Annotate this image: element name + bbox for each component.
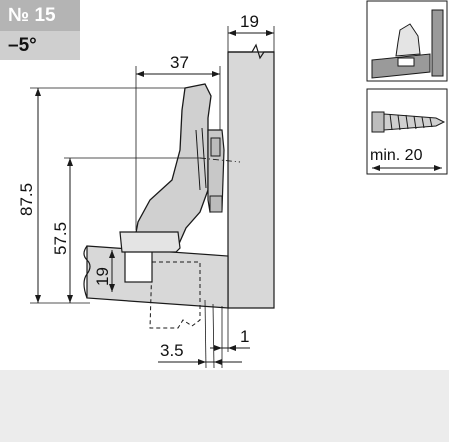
model-number-badge: № 15 <box>0 0 80 31</box>
dim-19-door-arrow-bottom <box>109 284 115 292</box>
gap-ext-2 <box>212 303 215 369</box>
dim-19-door-label: 19 <box>93 267 112 286</box>
hinge-detail-line <box>195 129 201 191</box>
dim-37-arrow-right <box>212 71 220 77</box>
angle-badge: –5° <box>0 31 80 60</box>
panel-break-mark <box>228 43 274 60</box>
screw-length-arrow-right <box>434 165 442 171</box>
dim-1-arrow-left <box>214 345 222 351</box>
door-break-mark <box>83 245 91 299</box>
dim-57-arrow-bottom <box>67 295 73 303</box>
dim-19-top-label: 19 <box>240 12 259 31</box>
dim-1-arrow <box>228 345 236 351</box>
dim-87-arrow-top <box>35 88 41 96</box>
cup-plate <box>124 249 153 283</box>
dim-87-label: 87.5 <box>17 183 36 216</box>
plate-lower-block <box>209 195 223 213</box>
dim-87-arrow-bottom <box>35 295 41 303</box>
dim-1-label: 1 <box>240 327 249 346</box>
screw-icon <box>371 111 446 133</box>
hinge-base <box>119 231 181 253</box>
dim-3-5-label: 3.5 <box>160 341 184 360</box>
screw-length-arrow-left <box>372 165 380 171</box>
dim-19-top-arrow-left <box>228 30 236 36</box>
plate-screw-head <box>210 137 221 157</box>
hinge-thumbnail-icon <box>371 9 444 79</box>
dim-57-label: 57.5 <box>51 222 70 255</box>
dim-19-top-arrow-right <box>266 30 274 36</box>
footer-background <box>0 370 449 442</box>
dim-37-arrow-left <box>136 71 144 77</box>
dim-37-label: 37 <box>170 53 189 72</box>
screw-length-label: min. 20 <box>370 147 423 164</box>
gap-ext-1 <box>204 299 207 369</box>
dim-3-5-arrow-b <box>214 359 222 365</box>
cabinet-panel <box>227 51 275 309</box>
hinge-arm <box>134 83 212 253</box>
dim-19-door-arrow-top <box>109 250 115 258</box>
hinge-cup-outline <box>149 261 201 329</box>
dim-3-5-arrow-a <box>198 359 206 365</box>
dim-57-arrow-top <box>67 158 73 166</box>
